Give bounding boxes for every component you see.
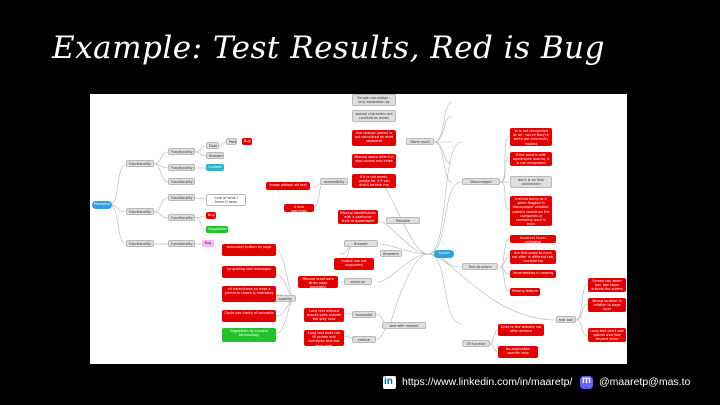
- mindmap-node-bug: No application specific help: [498, 346, 538, 358]
- linkedin-link[interactable]: https://www.linkedin.com/in/maaretp/: [402, 376, 573, 388]
- slide-title: Example: Test Results, Red is Bug: [52, 30, 605, 66]
- mindmap-node: Data: [206, 142, 219, 149]
- mindmap-node-bug: Bug: [242, 138, 252, 145]
- mindmap-node-bug: A font warnings: [284, 204, 314, 212]
- mindmap-node: Suggestion: [206, 226, 228, 233]
- mindmap-node: Functionality area: [126, 160, 154, 167]
- mindmap-node: Functionality area: [126, 240, 154, 247]
- mindmap-node: Suggestion to improve terminology: [222, 328, 276, 342]
- mindmap-node-bug: Instead being as a given flagged in disc…: [510, 196, 552, 226]
- mindmap-node: Functionality area: [168, 240, 195, 247]
- mindmap-node: Discouraged words: [462, 178, 500, 185]
- mindmap-node: accessibility: [320, 178, 348, 185]
- mindmap-node: Functionality: [168, 178, 195, 185]
- mindmap-node-bug: Could use clarity of concepts: [222, 310, 276, 322]
- mindmap-node: zoom on page: [344, 278, 372, 285]
- mindmap-node: usability: [274, 295, 296, 302]
- mindmap-node: Simple calculation - only separation by …: [352, 94, 396, 106]
- mindmap-node-bug: image without alt text: [266, 182, 310, 190]
- mindmap-node-bug: Long text don't add spaces overflow beyo…: [588, 328, 626, 342]
- mindmap-node: Post: [226, 138, 237, 145]
- mindmap-node: text with marked words: [382, 322, 426, 329]
- mindmap-node-bug: Incorrect Hover validation: [510, 235, 556, 243]
- mindmap-node: Possible mistakes: [386, 217, 420, 224]
- mindmap-node-bug: Missing scroll bars when page zoomable: [298, 276, 338, 288]
- mindmap-node: Numbers: [206, 152, 224, 159]
- mindmap-node: Of function: [462, 340, 490, 347]
- linkedin-icon[interactable]: in: [383, 376, 396, 389]
- mindmap-node-bug: Wrong location in relation to page layer: [588, 298, 626, 312]
- mindmap-node-bug: Long text does not fit screen and overfl…: [304, 330, 344, 346]
- mindmap-node-bug: If it is not words, google for it if you…: [352, 174, 396, 188]
- mindmap-node-bug: Missing space after full stop counts one…: [352, 154, 396, 168]
- mindmap-node-bug: 'is is not recognised at all - you're th…: [510, 128, 552, 146]
- mastodon-handle[interactable]: @maaretp@mas.to: [599, 376, 691, 388]
- mindmap-node: Functionality area: [126, 208, 154, 215]
- mindmap-node: Functionality: [168, 214, 195, 221]
- mindmap-node: horizontal: [352, 311, 376, 318]
- mindmap-node: Browser settings: [344, 240, 378, 247]
- mindmap-node-bug: Uncertainties in naming: [510, 270, 556, 278]
- mastodon-icon[interactable]: m: [580, 375, 593, 389]
- mindmap-node: don't is an irish contraction: [510, 176, 552, 188]
- mindmap-root-center: Sorted: [434, 250, 454, 258]
- mindmap-node: Word count: [406, 138, 434, 145]
- mindmap-node: special characters are counted as words: [352, 110, 396, 122]
- mindmap-node-bug: secondary button on page: [222, 244, 276, 256]
- mindmap-node: Text structure: [462, 263, 498, 270]
- mindmap-node-bug: Bug: [206, 212, 216, 219]
- mindmap-node-bug: no guiding text messages: [222, 266, 276, 278]
- mindmap-node: Browsers: [380, 250, 402, 257]
- mindmap-image: Mastodon Functionality area Functionalit…: [90, 94, 627, 364]
- mindmap-node: vertical: [352, 336, 376, 343]
- mindmap-node-bug: nil instructions on what a printer is sh…: [222, 286, 276, 302]
- mindmap-node-bug: Missing feature: [510, 288, 540, 296]
- mindmap-node-bug: mobile use not supported: [334, 258, 374, 270]
- mindmap-node: Functionality: [168, 164, 195, 171]
- mindmap-node-bug: If the word is with apostrophe around, i…: [510, 152, 552, 166]
- mindmap-node: text box: [556, 316, 576, 323]
- mindmap-node: Core of what I haven't seen: [206, 194, 246, 206]
- mindmap-node-bug: Links to the website not after window: [498, 324, 544, 336]
- mindmap-node-bug: Are first spots to mark not after in dif…: [510, 250, 556, 264]
- mindmap-node-bug: Missing identification with a particular…: [338, 210, 378, 224]
- mindmap-root-left: Mastodon: [92, 201, 112, 209]
- mindmap-node-bug: Screen can zoom too, box stays outside t…: [588, 278, 626, 292]
- mindmap-node-bug: Long text without spaces goes outside th…: [304, 308, 344, 322]
- mindmap-node: Functionality: [168, 148, 195, 155]
- mindmap-node: Functionality: [168, 194, 195, 201]
- mindmap-node: Bug: [202, 240, 214, 247]
- mindmap-node: Content: [206, 164, 224, 171]
- mindmap-node-bug: line change (enter) is not calculated as…: [352, 130, 396, 146]
